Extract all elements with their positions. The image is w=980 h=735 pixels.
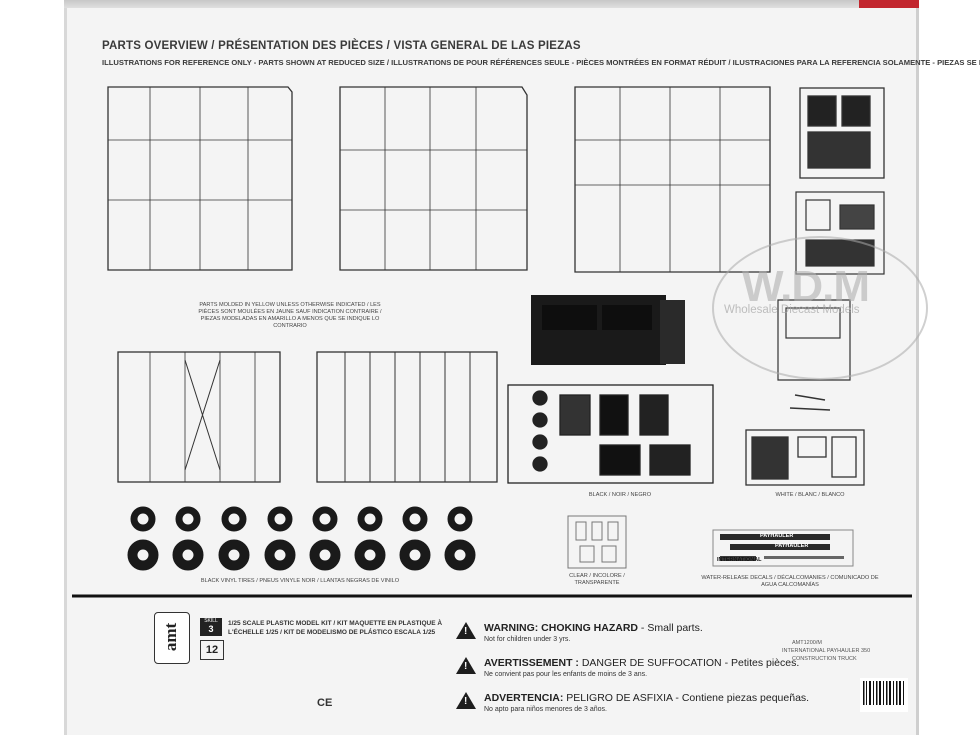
warning-headline: DANGER DE SUFFOCATION xyxy=(581,657,722,669)
warning-detail: - Petites pièces. xyxy=(724,657,800,669)
clear-parts-sprue xyxy=(567,515,627,569)
sprue-tree-black xyxy=(507,384,714,484)
sprue-tree-4 xyxy=(799,87,885,179)
black-dump-bed-part xyxy=(531,295,685,365)
kit-scale-line-2: L'ÉCHELLE 1/25 / KIT DE MODELISMO DE PLÁ… xyxy=(228,629,436,636)
warning-sub: Ne convient pas pour les enfants de moin… xyxy=(484,671,648,678)
decal-sheet xyxy=(712,529,854,567)
black-parts-caption: BLACK / NOIR / NEGRO xyxy=(588,492,652,498)
warning-title-line: ADVERTENCIA: PELIGRO DE ASFIXIA - Contie… xyxy=(484,692,809,704)
warning-title-line: WARNING: CHOKING HAZARD - Small parts. xyxy=(484,622,703,634)
yellow-parts-caption: PARTS MOLDED IN YELLOW UNLESS OTHERWISE … xyxy=(198,302,382,329)
parts-overview-subtitle: ILLUSTRATIONS FOR REFERENCE ONLY - PARTS… xyxy=(102,58,980,67)
sprue-tree-7 xyxy=(117,351,281,483)
warning-sub: No apto para niños menores de 3 años. xyxy=(484,706,607,713)
decals-caption: WATER-RELEASE DECALS / DÉCALCOMANIES / C… xyxy=(701,575,879,588)
product-type: CONSTRUCTION TRUCK xyxy=(792,656,857,662)
amt-logo: amt xyxy=(154,612,190,664)
warning-sub: Not for children under 3 yrs. xyxy=(484,636,571,643)
clear-parts-caption: CLEAR / INCOLORE / TRANSPARENTE xyxy=(569,573,625,586)
warning-detail: - Small parts. xyxy=(640,622,703,634)
sprue-tree-3 xyxy=(574,86,771,273)
skill-level-badge: SKILL 3 xyxy=(200,618,222,636)
amt-logo-text: amt xyxy=(161,622,181,652)
product-code: AMT1200/M xyxy=(792,640,822,646)
decal-payhauler-2: PAYHAULER xyxy=(775,543,809,549)
decal-international: INTERNATIONAL xyxy=(717,557,762,563)
parts-overview-title: PARTS OVERVIEW / PRÉSENTATION DES PIÈCES… xyxy=(102,40,581,52)
sprue-tree-white xyxy=(745,429,865,486)
vinyl-tires xyxy=(127,506,476,571)
product-name: INTERNATIONAL PAYHAULER 350 xyxy=(782,648,871,654)
watermark-ring xyxy=(712,236,928,380)
warning-title: ADVERTENCIA: xyxy=(484,692,564,704)
skill-level-number: 3 xyxy=(208,624,214,634)
sprue-tree-1 xyxy=(107,86,293,271)
skill-label: SKILL xyxy=(204,618,218,624)
warning-headline: CHOKING HAZARD xyxy=(541,622,638,634)
red-box-corner xyxy=(859,0,919,8)
barcode xyxy=(860,678,908,712)
watermark-logo: W.D.M xyxy=(742,262,870,311)
age-badge: 12 xyxy=(200,640,224,660)
box-top-edge xyxy=(64,0,919,10)
warning-headline: PELIGRO DE ASFIXIA xyxy=(566,692,673,704)
warning-title-line: AVERTISSEMENT : DANGER DE SUFFOCATION - … xyxy=(484,657,799,669)
warning-triangle-icon: ! xyxy=(456,622,476,639)
warning-title: AVERTISSEMENT : xyxy=(484,657,579,669)
warning-title: WARNING: xyxy=(484,622,539,634)
kit-scale-line-1: 1/25 SCALE PLASTIC MODEL KIT / KIT MAQUE… xyxy=(228,620,443,627)
watermark-text: Wholesale Diecast Models xyxy=(724,304,860,316)
white-parts-caption: WHITE / BLANC / BLANCO xyxy=(775,492,845,498)
warning-triangle-icon: ! xyxy=(456,692,476,709)
ce-mark: CE xyxy=(317,697,333,709)
sprue-tree-8 xyxy=(316,351,498,483)
sprue-tree-2 xyxy=(339,86,528,271)
decal-payhauler-1: PAYHAULER xyxy=(760,533,794,539)
tires-caption: BLACK VINYL TIRES / PNEUS VINYLE NOIR / … xyxy=(200,578,400,584)
warning-detail: - Contiene piezas pequeñas. xyxy=(675,692,810,704)
warning-triangle-icon: ! xyxy=(456,657,476,674)
age-number: 12 xyxy=(205,644,219,656)
